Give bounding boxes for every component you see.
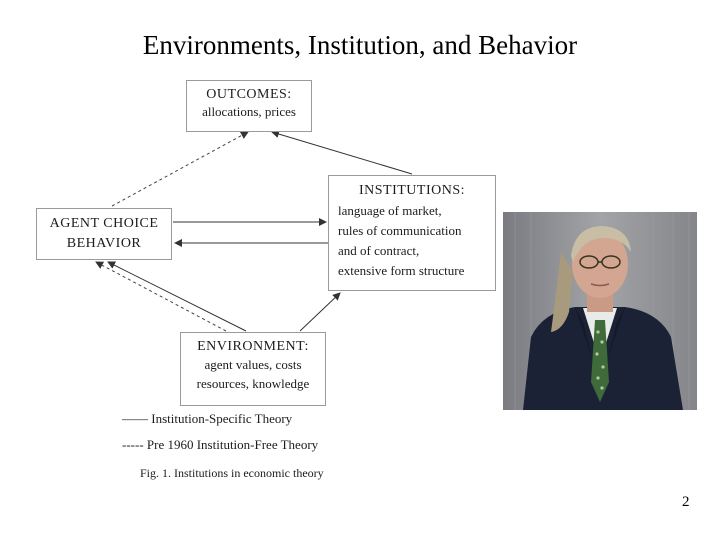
outcomes-heading: OUTCOMES: <box>206 87 292 102</box>
arrow-environment-to-agent-solid <box>107 261 247 332</box>
institutions-line-1: language of market, <box>338 203 442 218</box>
environment-line-2: resources, knowledge <box>196 376 310 391</box>
institutions-line-3: and of contract, <box>338 243 420 258</box>
environment-line-1: agent values, costs <box>204 357 302 372</box>
outcomes-box: OUTCOMES: allocations, prices <box>186 80 312 132</box>
page-number: 2 <box>682 494 690 510</box>
institutions-heading: INSTITUTIONS: <box>358 183 466 198</box>
agent-choice-box: AGENT CHOICE BEHAVIOR <box>36 208 172 260</box>
institutions-line-4: extensive form structure <box>338 263 465 278</box>
legend-dashed: ----- Pre 1960 Institution-Free Theory <box>122 437 319 452</box>
arrow-agent-to-outcomes <box>111 131 249 207</box>
figure-caption: Fig. 1. Institutions in economic theory <box>140 466 324 480</box>
institutions-line-2: rules of communication <box>338 223 462 238</box>
arrow-environment-to-agent-dashed <box>95 261 227 332</box>
environment-box: ENVIRONMENT: agent values, costs resourc… <box>180 332 326 406</box>
agent-line-1: AGENT CHOICE <box>49 216 159 231</box>
arrow-institutions-to-outcomes <box>271 130 413 175</box>
arrow-environment-to-institutions <box>299 292 341 332</box>
legend-solid: —— Institution-Specific Theory <box>122 411 293 426</box>
outcomes-line: allocations, prices <box>202 104 296 119</box>
agent-line-2: BEHAVIOR <box>66 236 142 251</box>
speaker-photo-illustration <box>503 212 697 410</box>
slide-title: Environments, Institution, and Behavior <box>142 30 578 60</box>
speaker-photo <box>503 212 697 410</box>
institutions-box: INSTITUTIONS: language of market, rules … <box>328 175 496 291</box>
environment-heading: ENVIRONMENT: <box>197 339 309 354</box>
